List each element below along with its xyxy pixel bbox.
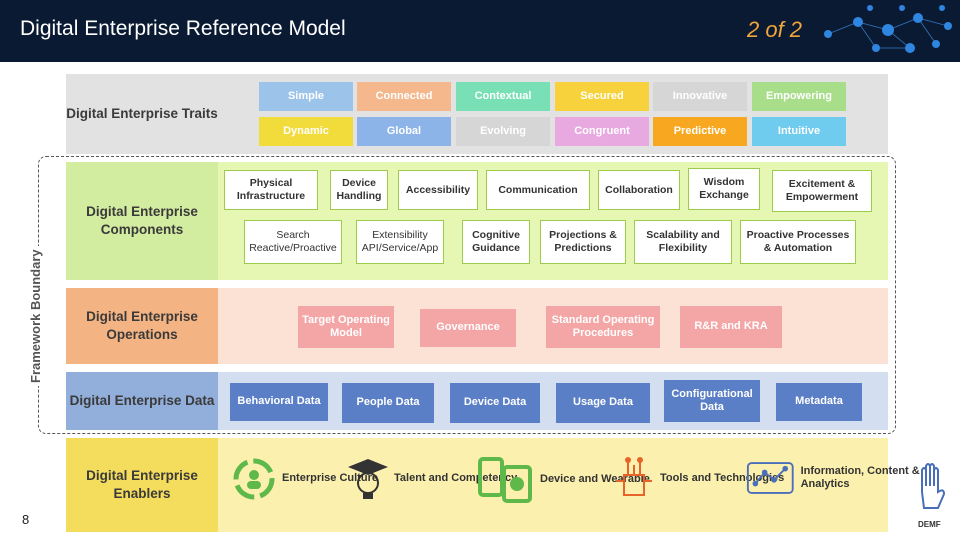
enablers-label: Digital Enterprise Enablers — [66, 438, 218, 532]
culture-cycle-icon — [233, 458, 275, 500]
enabler-device-wearable: Device and Wearable — [476, 455, 650, 505]
devices-icon — [478, 457, 532, 503]
data-band-items-box: Metadata — [776, 383, 862, 421]
framework-boundary-label: Framework Boundary — [28, 246, 43, 386]
hand-logo-icon — [921, 463, 946, 509]
components-items-box: Communication — [486, 170, 590, 210]
traits-items-box: Secured — [555, 82, 649, 111]
components-items-box: Accessibility — [398, 170, 478, 210]
components-items-box: Search Reactive/Proactive — [244, 220, 342, 264]
operations-items-box: Standard Operating Procedures — [546, 306, 660, 348]
components-items-box: Extensibility API/Service/App — [356, 220, 444, 264]
data-label: Digital Enterprise Data — [66, 372, 218, 430]
logo-text: DEMF — [918, 520, 941, 529]
page-indicator: 2 of 2 — [747, 17, 803, 42]
enabler-text: Information, Content & Analytics — [800, 464, 920, 490]
graduation-bulb-icon — [348, 459, 388, 499]
traits-items-box: Predictive — [653, 117, 747, 146]
data-band-items-box: Device Data — [450, 383, 540, 423]
components-items-box: Cognitive Guidance — [462, 220, 530, 264]
enabler-tools-technologies: Tools and Technologies — [612, 455, 784, 503]
data-band-items-box: People Data — [342, 383, 434, 423]
header-underline — [822, 60, 858, 62]
components-items-box: Excitement & Empowerment — [772, 170, 872, 212]
traits-items-box: Simple — [259, 82, 353, 111]
components-items-box: Collaboration — [598, 170, 680, 210]
slide-number: 8 — [22, 512, 30, 527]
enabler-talent-competency: Talent and Competency — [346, 455, 517, 503]
components-items-box: Physical Infrastructure — [224, 170, 318, 210]
components-items-box: Projections & Predictions — [540, 220, 626, 264]
network-graphic-icon — [824, 5, 952, 53]
traits-items-box: Empowering — [752, 82, 846, 111]
components-items-box: Device Handling — [330, 170, 388, 210]
traits-label: Digital Enterprise Traits — [66, 106, 218, 122]
page-title: Digital Enterprise Reference Model — [20, 17, 346, 40]
operations-items-box: Target Operating Model — [298, 306, 394, 348]
traits-items-box: Evolving — [456, 117, 550, 146]
enabler-text: Enterprise Culture — [282, 472, 378, 485]
enabler-enterprise-culture: Enterprise Culture — [230, 455, 378, 503]
header-bar: Digital Enterprise Reference Model 2 of … — [0, 0, 960, 62]
enabler-text: Tools and Technologies — [660, 472, 785, 485]
traits-items-box: Connected — [357, 82, 451, 111]
traits-items-box: Contextual — [456, 82, 550, 111]
enabler-information-analytics: Information, Content & Analytics — [746, 456, 960, 500]
operations-items-box: R&R and KRA — [680, 306, 782, 348]
analytics-icon — [746, 462, 794, 494]
traits-items-box: Innovative — [653, 82, 747, 111]
data-band-items-box: Configurational Data — [664, 380, 760, 422]
traits-items-box: Intuitive — [752, 117, 846, 146]
circuit-chip-icon — [616, 457, 652, 496]
enabler-text: Device and Wearable — [540, 473, 650, 486]
enabler-text: Talent and Competency — [394, 472, 518, 485]
traits-items-box: Dynamic — [259, 117, 353, 146]
traits-items-box: Congruent — [555, 117, 649, 146]
data-band-items-box: Behavioral Data — [230, 383, 328, 421]
data-band-items-box: Usage Data — [556, 383, 650, 423]
traits-items-box: Global — [357, 117, 451, 146]
components-label: Digital Enterprise Components — [66, 162, 218, 280]
components-items-box: Wisdom Exchange — [688, 168, 760, 210]
components-items-box: Scalability and Flexibility — [634, 220, 732, 264]
operations-label: Digital Enterprise Operations — [66, 288, 218, 364]
operations-items-box: Governance — [420, 309, 516, 347]
components-items-box: Proactive Processes & Automation — [740, 220, 856, 264]
